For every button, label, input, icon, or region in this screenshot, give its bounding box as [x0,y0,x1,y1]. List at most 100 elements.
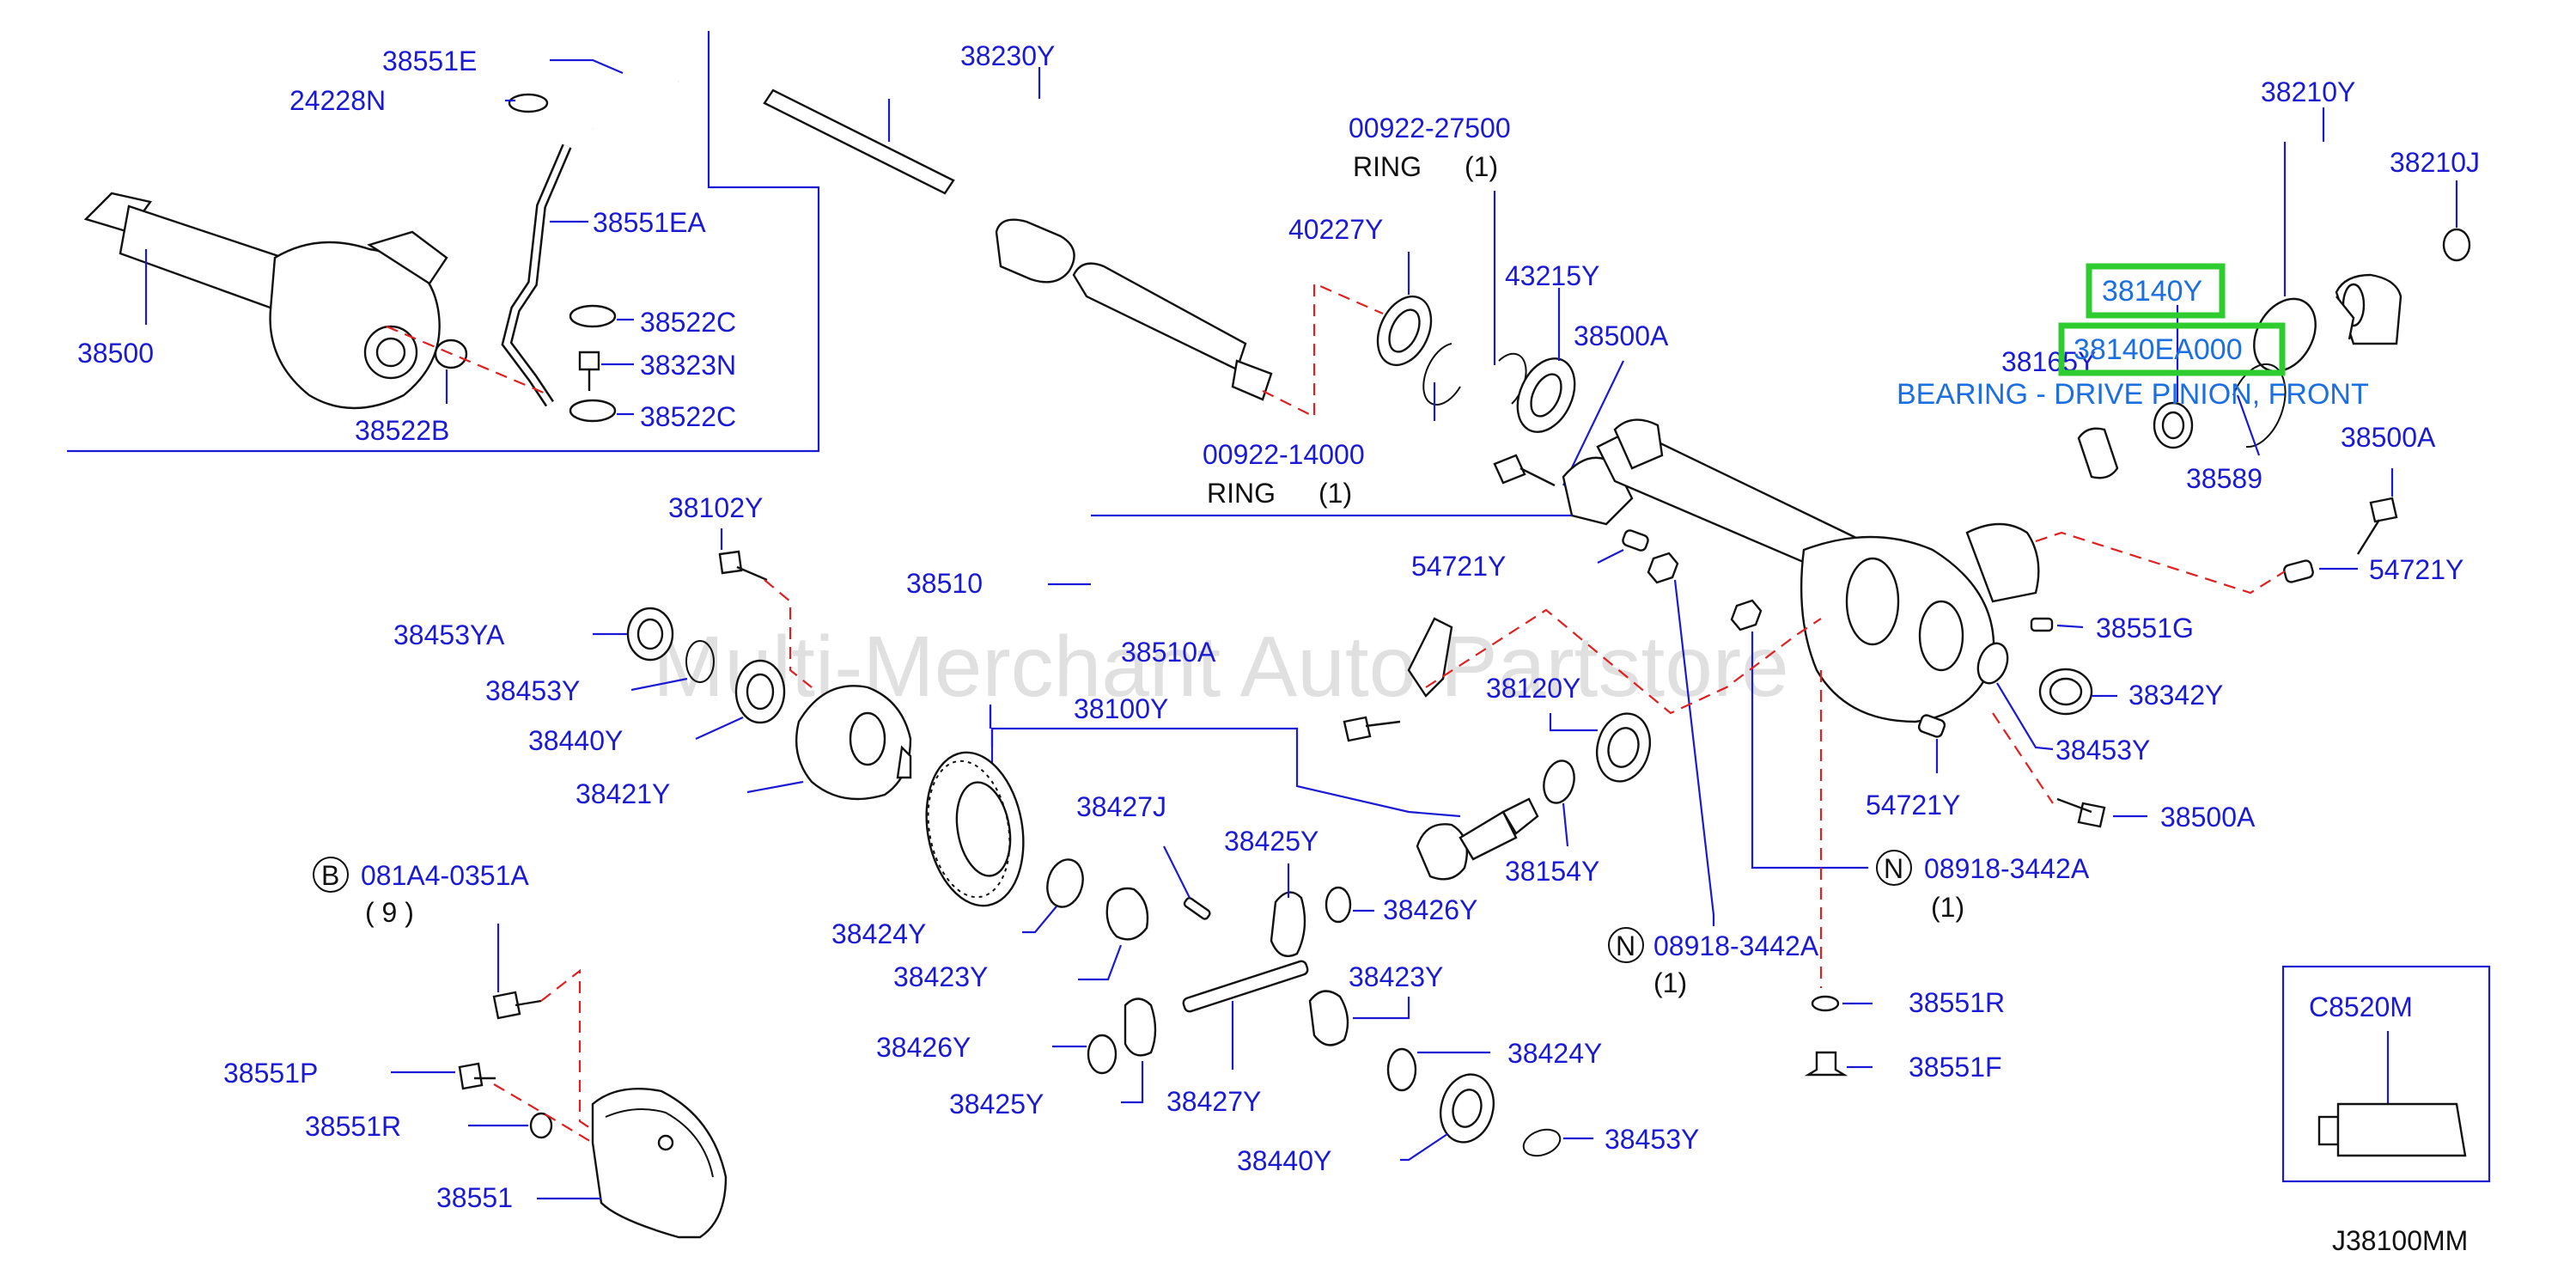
label-08918-3442A-a: 08918-3442A [1924,853,2090,884]
circle-N-b [1608,927,1644,963]
label-24228N: 24228N [289,85,386,116]
label-38100Y: 38100Y [1074,693,1168,724]
pin-54721Y-b [2283,559,2314,583]
leader-38551E [550,58,624,75]
label-081A4-0351A: 081A4-0351A [361,860,529,891]
gear-38423Y-b [1308,990,1349,1046]
bolt-38510A [1343,716,1401,742]
shaft-38427Y [1182,960,1309,1013]
dash-38551P [493,1083,594,1144]
plug-38551F [1804,1051,1848,1077]
label-38551P: 38551P [223,1058,318,1089]
circle-B-text: B [321,860,339,891]
dash-38102Y [764,579,813,688]
label-00922-14000: 00922-14000 [1203,439,1365,470]
label-38323N: 38323N [640,350,736,381]
nut-38210J [2442,228,2471,262]
leader-38589 [2236,394,2261,456]
label-38210J: 38210J [2390,147,2480,178]
label-38425Y-a: 38425Y [1224,826,1318,857]
axle-shaft-38230Y [763,88,1273,401]
label-C8520M: C8520M [2309,991,2413,1022]
axle-housing-38500 [83,192,448,410]
ring-00922-14000 [1422,343,1461,406]
seal-40227Y-inner [1388,308,1421,353]
ring-gear-38100Y [925,751,1025,907]
label-38589: 38589 [2186,463,2262,494]
qty-n-a: (1) [1931,892,1964,923]
pinion-38100Y [1416,797,1539,881]
label-38140Y[interactable]: 38140Y [2102,275,2202,308]
cover-38551 [591,1087,728,1239]
ring-38453Y-a [685,640,715,683]
label-38551R-b: 38551R [305,1111,401,1142]
label-38453YA: 38453YA [393,619,505,650]
label-43215Y: 43215Y [1505,260,1599,291]
label-38500A-b: 38500A [2341,422,2436,453]
label-38500: 38500 [77,338,154,369]
grease-tube-C8520M [2317,1102,2467,1157]
label-38140EA000[interactable]: 38140EA000 [2074,333,2243,366]
leader-38423Y-b [1353,997,1410,1020]
label-38551EA: 38551EA [593,207,706,238]
washer-38551R-a [1811,995,1840,1012]
gear-38423Y-a [1105,887,1149,941]
label-38421Y: 38421Y [575,778,670,809]
bracket-38510A [1407,617,1453,698]
label-38510A: 38510A [1121,637,1216,668]
leader-38425Y-b [1121,1061,1144,1104]
leader-38154Y [1562,802,1569,847]
highlight-box-38140EA000 [2058,322,2286,376]
label-38500A-a: 38500A [1574,320,1669,351]
bolt-081A4-0351A [492,991,542,1020]
label-38427J: 38427J [1076,791,1166,822]
seal-38342Y-inner [2049,677,2083,706]
label-38424Y-b: 38424Y [1507,1038,1602,1069]
washer-38424Y-a [1046,858,1084,908]
label-38551E: 38551E [382,46,477,76]
label-40227Y: 40227Y [1288,214,1383,245]
nut-08918-3442A-b [1730,599,1763,631]
label-38427Y: 38427Y [1166,1086,1261,1117]
bearing-38440Y-b-inner [1452,1089,1483,1128]
highlight-description: BEARING - DRIVE PINION, FRONT [1897,378,2369,411]
bolt-38500A-c [2056,797,2106,828]
ring-38453Y-b [1976,642,2009,685]
leader-38440Y-a [695,716,744,741]
label-38551G: 38551G [2096,613,2194,644]
leader-38424Y-a [1022,906,1057,934]
label-38440Y-a: 38440Y [528,725,623,756]
circle-N-a-text: N [1884,853,1903,884]
plug-38551G [2030,617,2054,632]
leader-38423Y-a [1078,944,1123,981]
leader-38421Y [746,780,804,794]
label-38522C-a: 38522C [640,307,736,338]
label-38522C-b: 38522C [640,401,736,432]
label-38551R-a: 38551R [1909,987,2005,1018]
label-38154Y: 38154Y [1505,856,1599,887]
qty-b: ( 9 ) [365,897,414,928]
label-38551: 38551 [436,1182,513,1213]
label-54721Y-b: 54721Y [2369,554,2463,585]
bearing-43215Y-inner [1530,373,1562,418]
bolt-38500A-a [1493,454,1556,487]
bracket-38100Y-full [990,727,1461,818]
label-38551F: 38551F [1909,1052,2002,1083]
c8520m-box [2281,965,2491,1183]
label-38440Y-b: 38440Y [1237,1145,1331,1176]
label-38230Y: 38230Y [960,40,1055,71]
label-ring-b: RING [1207,478,1276,509]
bearing-38120Y-inner [1607,727,1640,768]
label-38426Y-a: 38426Y [1383,894,1477,925]
dash-shaft [1262,282,1384,418]
washer-38426Y-b [1087,1034,1117,1075]
label-38453Y-c: 38453Y [1605,1124,1699,1155]
highlight-box-38140Y [2086,263,2226,319]
spacer-38165Y [2077,427,2119,479]
pin-54721Y-a [1622,529,1649,552]
washer-38424Y-b [1386,1047,1417,1092]
label-00922-27500: 00922-27500 [1349,113,1511,143]
carrier-housing-38510 [1562,418,2040,723]
ring-38453Y-c [1522,1128,1562,1157]
